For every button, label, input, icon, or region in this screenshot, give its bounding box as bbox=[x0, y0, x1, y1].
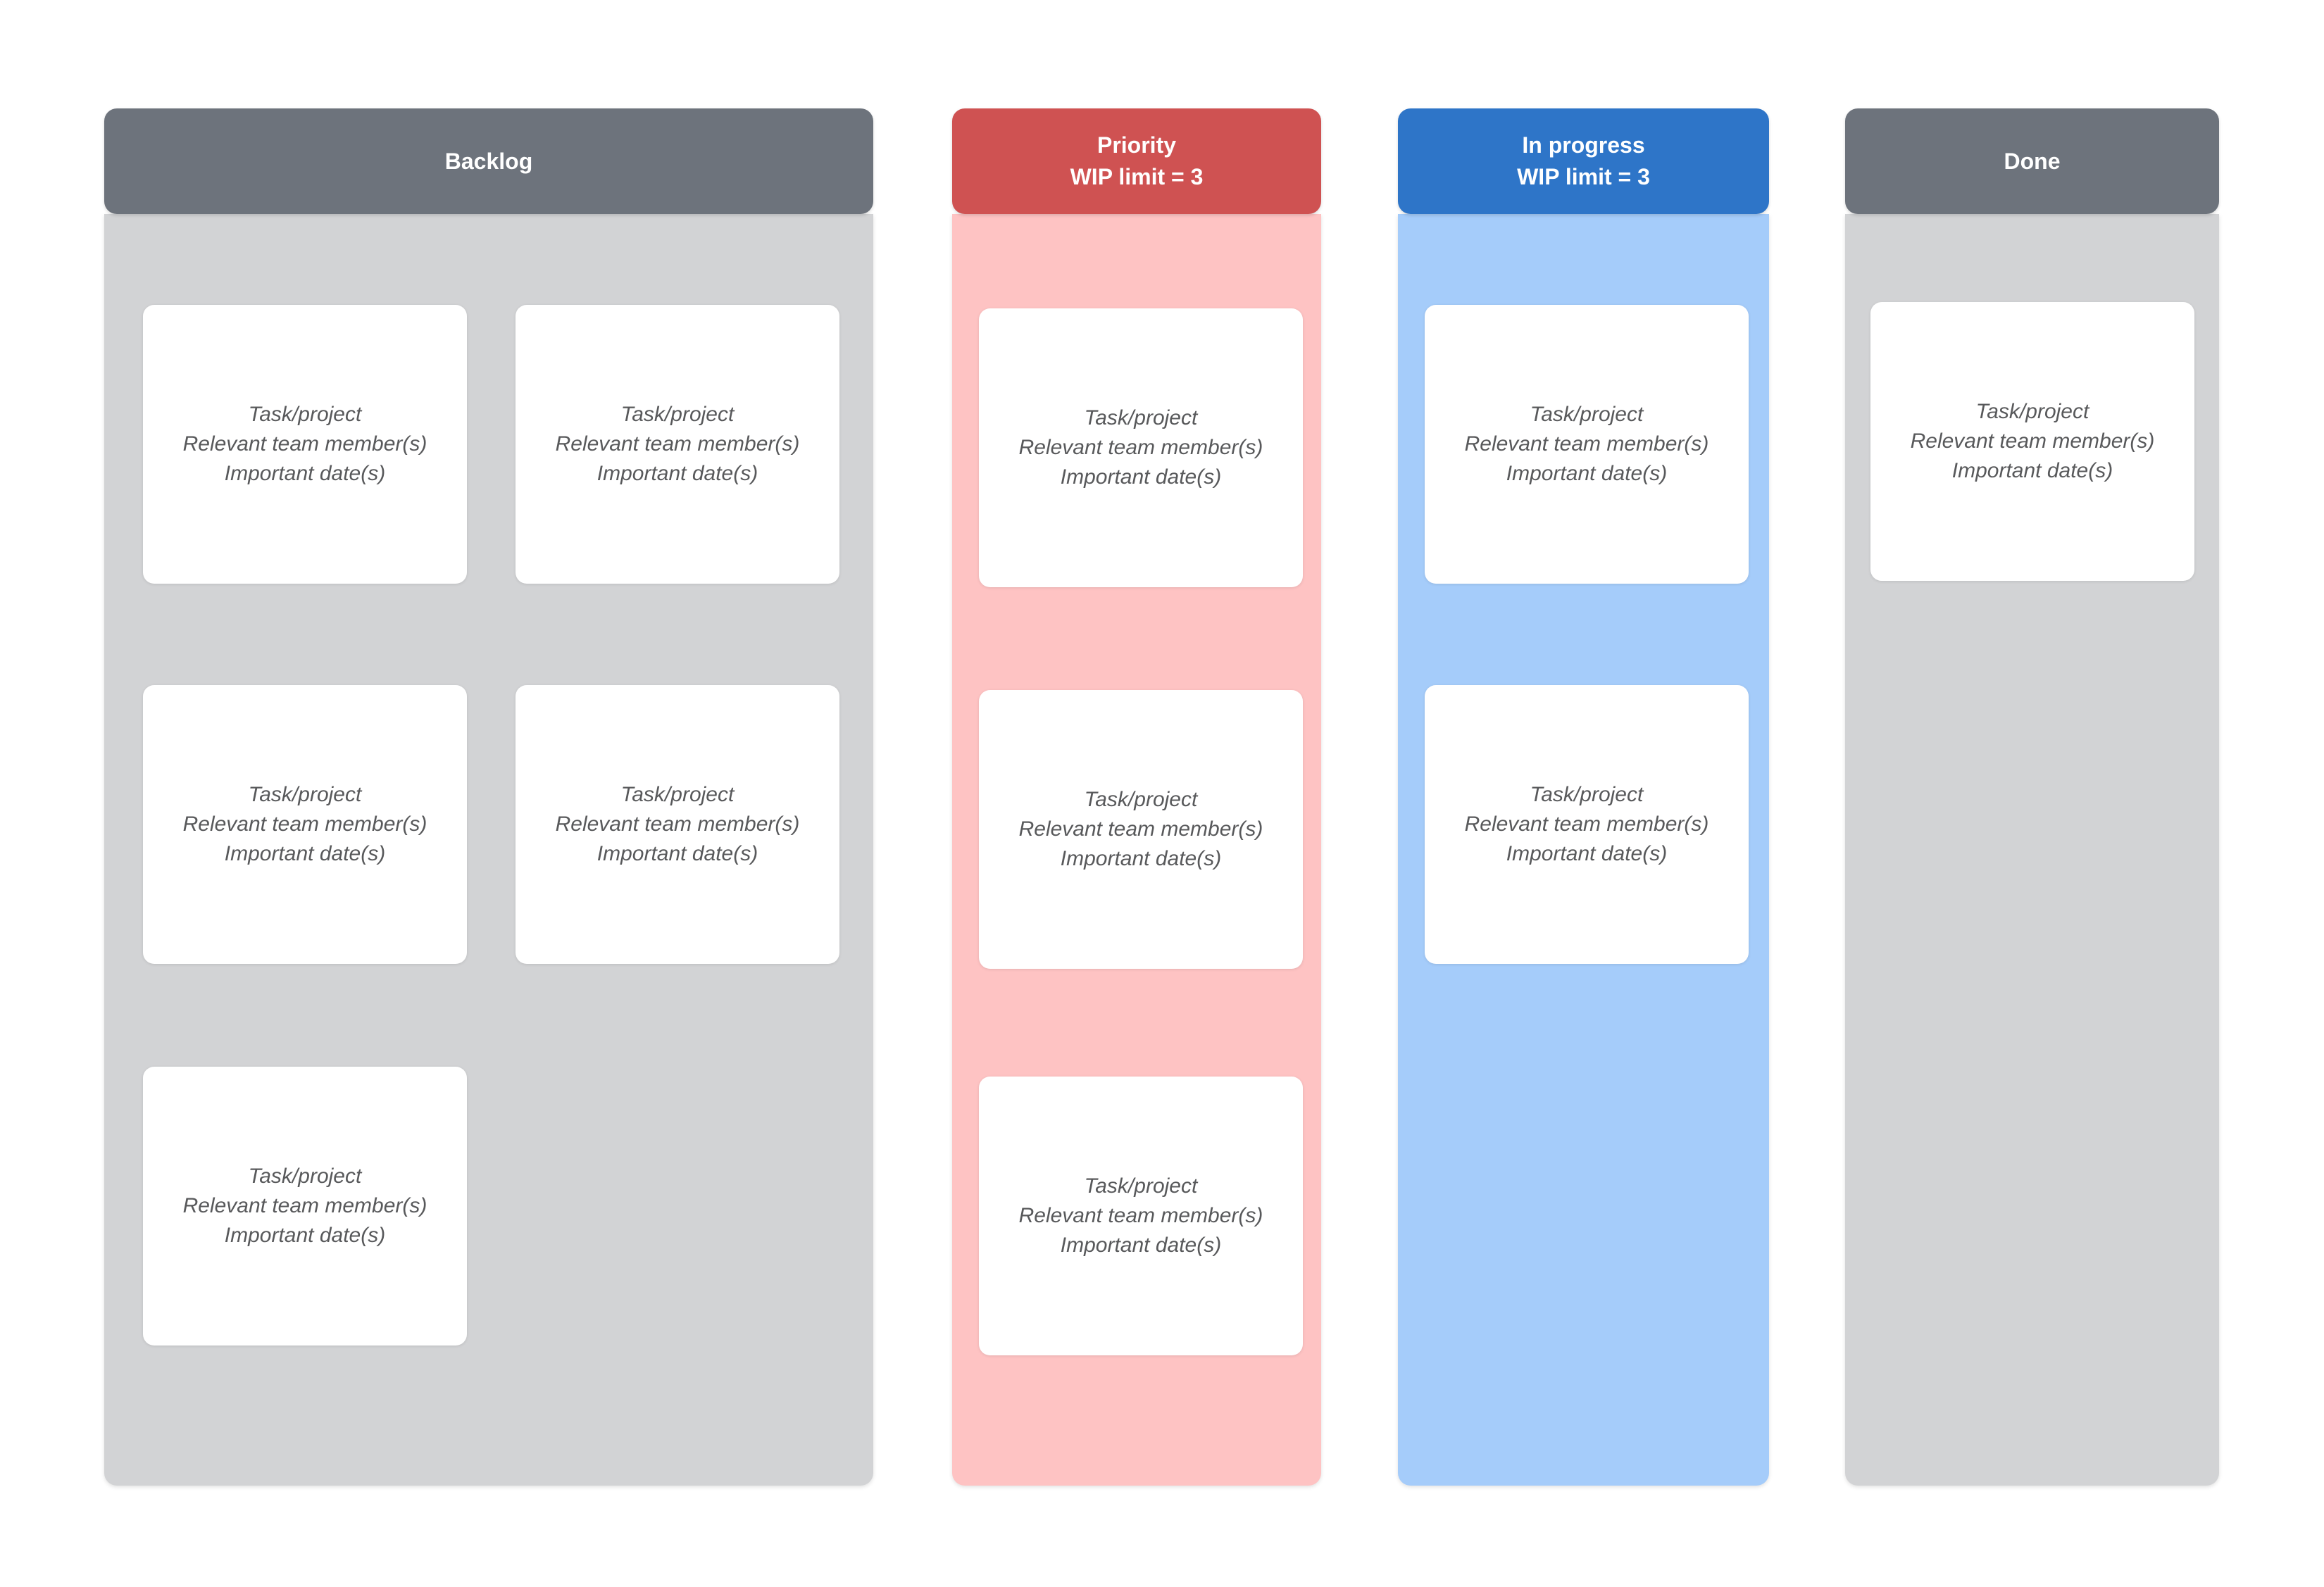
task-card[interactable]: Task/project Relevant team member(s) Imp… bbox=[143, 305, 467, 584]
column-done: Done Task/project Relevant team member(s… bbox=[1845, 108, 2219, 1486]
card-team-member-line: Relevant team member(s) bbox=[1464, 432, 1709, 456]
task-card[interactable]: Task/project Relevant team member(s) Imp… bbox=[516, 685, 839, 964]
column-in-progress-wip-limit: WIP limit = 3 bbox=[1517, 164, 1650, 189]
column-priority-body: Task/project Relevant team member(s) Imp… bbox=[952, 214, 1321, 1486]
card-task-line: Task/project bbox=[620, 783, 735, 806]
card-date-line: Important date(s) bbox=[596, 462, 758, 485]
column-in-progress: In progress WIP limit = 3 Task/project R… bbox=[1398, 108, 1769, 1486]
card-date-line: Important date(s) bbox=[1060, 847, 1222, 870]
card-task-line: Task/project bbox=[1530, 403, 1644, 426]
card-date-line: Important date(s) bbox=[224, 462, 386, 485]
column-in-progress-header: In progress WIP limit = 3 bbox=[1398, 108, 1769, 214]
column-priority-title: Priority bbox=[1097, 132, 1177, 158]
task-card[interactable]: Task/project Relevant team member(s) Imp… bbox=[979, 1077, 1303, 1355]
column-done-body: Task/project Relevant team member(s) Imp… bbox=[1845, 214, 2219, 1486]
card-team-member-line: Relevant team member(s) bbox=[1910, 429, 2155, 453]
card-date-line: Important date(s) bbox=[1060, 1234, 1222, 1257]
card-task-line: Task/project bbox=[248, 403, 362, 426]
card-date-line: Important date(s) bbox=[1951, 459, 2113, 482]
card-task-line: Task/project bbox=[620, 403, 735, 426]
card-task-line: Task/project bbox=[248, 1165, 362, 1188]
column-priority-header: Priority WIP limit = 3 bbox=[952, 108, 1321, 214]
card-team-member-line: Relevant team member(s) bbox=[182, 432, 427, 456]
card-task-line: Task/project bbox=[248, 783, 362, 806]
column-backlog-title: Backlog bbox=[444, 148, 533, 174]
column-backlog-body: Task/project Relevant team member(s) Imp… bbox=[104, 214, 873, 1486]
task-card[interactable]: Task/project Relevant team member(s) Imp… bbox=[516, 305, 839, 584]
task-card[interactable]: Task/project Relevant team member(s) Imp… bbox=[1425, 685, 1749, 964]
task-card[interactable]: Task/project Relevant team member(s) Imp… bbox=[979, 690, 1303, 969]
card-task-line: Task/project bbox=[1084, 788, 1198, 811]
card-date-line: Important date(s) bbox=[1060, 465, 1222, 489]
card-team-member-line: Relevant team member(s) bbox=[555, 813, 800, 836]
task-card[interactable]: Task/project Relevant team member(s) Imp… bbox=[979, 308, 1303, 587]
card-team-member-line: Relevant team member(s) bbox=[555, 432, 800, 456]
task-card[interactable]: Task/project Relevant team member(s) Imp… bbox=[143, 685, 467, 964]
card-team-member-line: Relevant team member(s) bbox=[182, 813, 427, 836]
card-date-line: Important date(s) bbox=[224, 1224, 386, 1247]
column-in-progress-body: Task/project Relevant team member(s) Imp… bbox=[1398, 214, 1769, 1486]
card-task-line: Task/project bbox=[1530, 783, 1644, 806]
column-in-progress-title: In progress bbox=[1522, 132, 1645, 158]
card-task-line: Task/project bbox=[1084, 406, 1198, 429]
card-date-line: Important date(s) bbox=[1506, 462, 1668, 485]
card-task-line: Task/project bbox=[1084, 1174, 1198, 1198]
column-done-title: Done bbox=[2004, 148, 2061, 174]
card-team-member-line: Relevant team member(s) bbox=[1018, 1204, 1263, 1227]
task-card[interactable]: Task/project Relevant team member(s) Imp… bbox=[1425, 305, 1749, 584]
card-team-member-line: Relevant team member(s) bbox=[182, 1194, 427, 1217]
card-date-line: Important date(s) bbox=[224, 842, 386, 865]
column-done-header: Done bbox=[1845, 108, 2219, 214]
card-task-line: Task/project bbox=[1975, 400, 2089, 423]
card-date-line: Important date(s) bbox=[596, 842, 758, 865]
card-date-line: Important date(s) bbox=[1506, 842, 1668, 865]
task-card[interactable]: Task/project Relevant team member(s) Imp… bbox=[1870, 302, 2194, 581]
column-backlog: Backlog Task/project Relevant team membe… bbox=[104, 108, 873, 1486]
card-team-member-line: Relevant team member(s) bbox=[1018, 817, 1263, 841]
column-backlog-header: Backlog bbox=[104, 108, 873, 214]
column-priority: Priority WIP limit = 3 Task/project Rele… bbox=[952, 108, 1321, 1486]
column-priority-wip-limit: WIP limit = 3 bbox=[1070, 164, 1204, 189]
card-team-member-line: Relevant team member(s) bbox=[1464, 813, 1709, 836]
task-card[interactable]: Task/project Relevant team member(s) Imp… bbox=[143, 1067, 467, 1346]
card-team-member-line: Relevant team member(s) bbox=[1018, 436, 1263, 459]
